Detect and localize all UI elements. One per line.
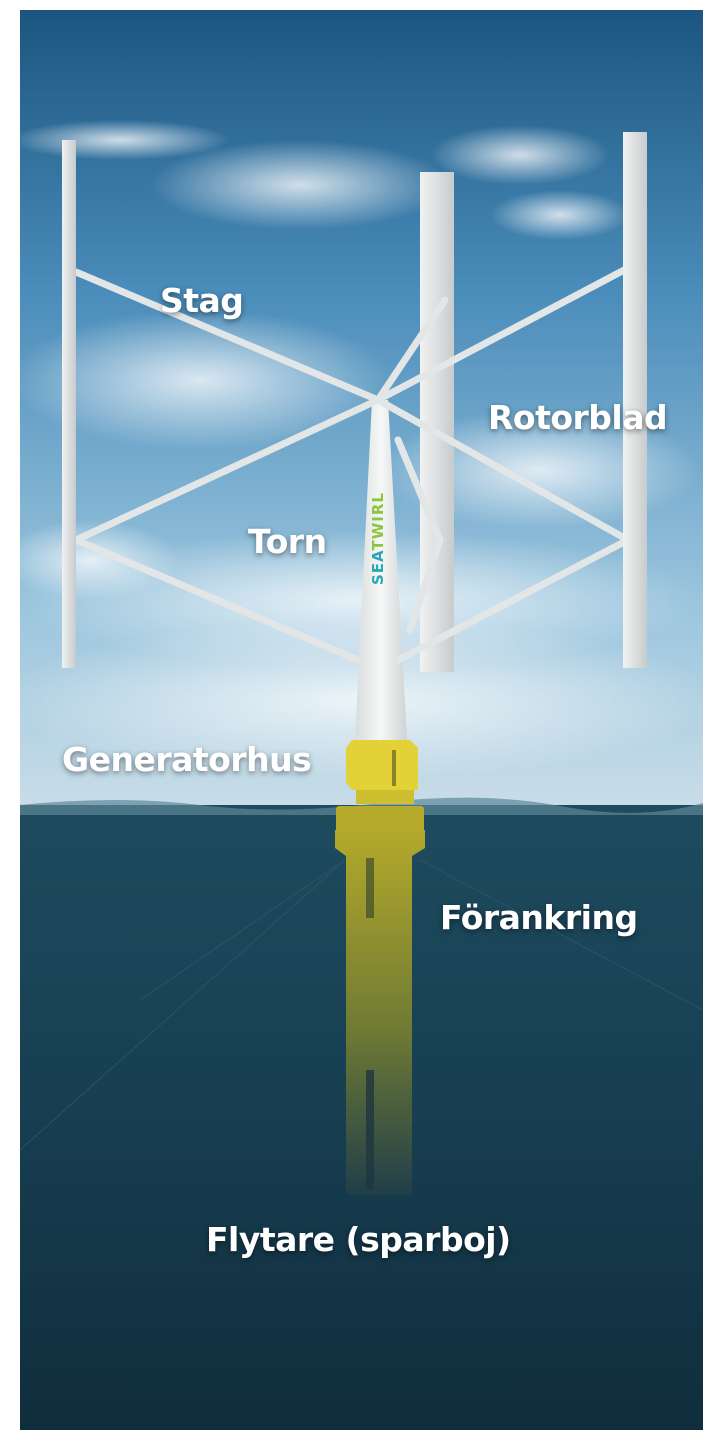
spar-buoy-float [335,830,425,1195]
rotor-blade-right [623,132,647,668]
mooring-lines [19,859,703,1151]
tower [355,400,407,740]
brand-logo: SEATWIRL [369,492,387,585]
generator-housing [336,740,424,832]
clouds [0,120,703,780]
label-generatorhus: Generatorhus [62,740,312,779]
label-stag: Stag [160,281,244,320]
label-forankring: Förankring [440,898,638,937]
brand-name-part2: TWIRL [369,492,387,550]
rotor-blade-left [62,140,76,668]
label-torn: Torn [248,522,327,561]
brand-name-part1: SEA [369,550,387,585]
rotor-blade-center [420,172,454,672]
struts [72,264,632,664]
label-rotorblad: Rotorblad [488,398,668,437]
svg-text:SEATWIRL: SEATWIRL [369,492,387,585]
label-flytare: Flytare (sparboj) [206,1220,511,1259]
